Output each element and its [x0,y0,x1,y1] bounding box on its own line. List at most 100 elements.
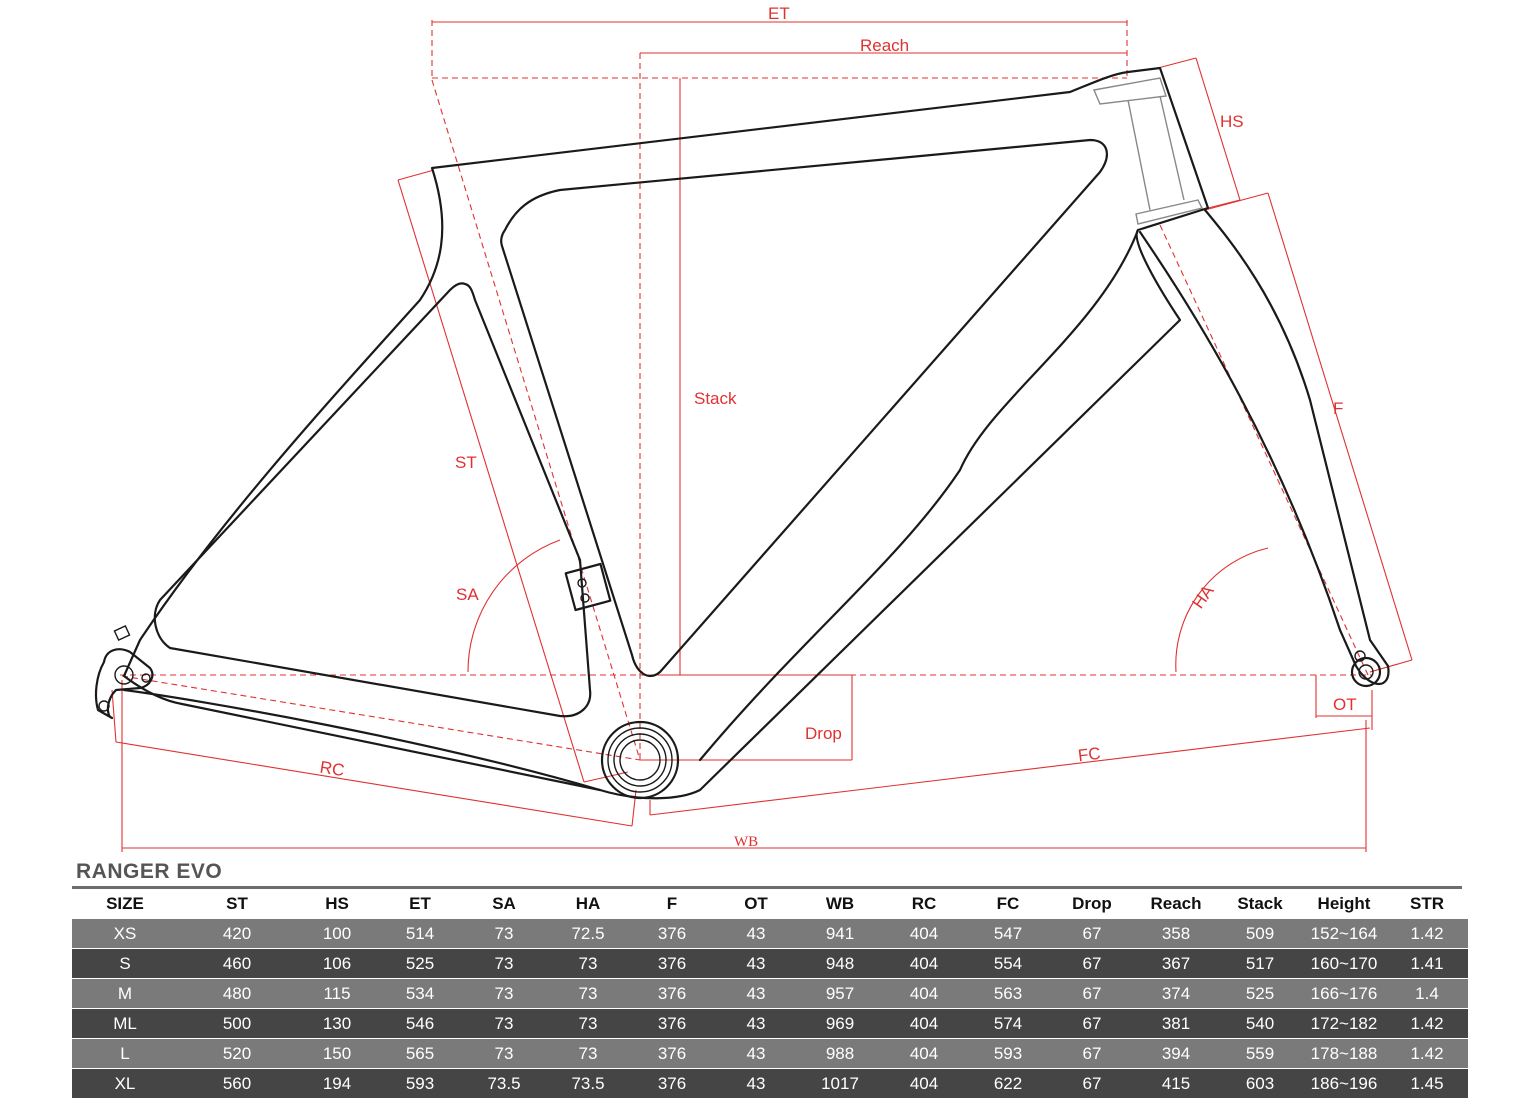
label-f: F [1333,399,1343,418]
table-cell: 67 [1050,1008,1134,1038]
table-cell: 152~164 [1302,918,1386,948]
table-cell: 574 [966,1008,1050,1038]
table-cell: 525 [378,948,462,978]
label-drop: Drop [805,724,842,743]
model-title: RANGER EVO [76,860,223,883]
table-cell: 394 [1134,1038,1218,1068]
table-cell: 622 [966,1068,1050,1098]
table-cell: 43 [714,1038,798,1068]
table-cell: 404 [882,1038,966,1068]
column-header: STR [1386,890,1468,918]
table-cell: 115 [296,978,378,1008]
table-cell: 73 [462,948,546,978]
table-cell: 404 [882,1008,966,1038]
table-cell: 106 [296,948,378,978]
column-header: SIZE [72,890,178,918]
table-cell: 194 [296,1068,378,1098]
size-cell: M [72,978,178,1008]
table-cell: 73.5 [462,1068,546,1098]
table-cell: 43 [714,1008,798,1038]
dimension-lines [111,20,1413,852]
column-header: ET [378,890,462,918]
table-cell: 67 [1050,1038,1134,1068]
column-header: Drop [1050,890,1134,918]
table-cell: 43 [714,918,798,948]
table-cell: 130 [296,1008,378,1038]
table-cell: 559 [1218,1038,1302,1068]
table-cell: 957 [798,978,882,1008]
frame-geometry-diagram: ET Reach HS ST Stack F SA HA Drop OT RC … [94,4,1413,852]
table-cell: 172~182 [1302,1008,1386,1038]
table-cell: 546 [378,1008,462,1038]
table-cell: 1.42 [1386,918,1468,948]
table-cell: 415 [1134,1068,1218,1098]
title-divider [72,886,1462,889]
size-cell: XL [72,1068,178,1098]
table-cell: 969 [798,1008,882,1038]
label-et: ET [768,4,790,23]
table-cell: 73 [462,978,546,1008]
column-header: WB [798,890,882,918]
table-cell: 593 [966,1038,1050,1068]
table-cell: 554 [966,948,1050,978]
table-cell: 150 [296,1038,378,1068]
label-ot: OT [1333,695,1357,714]
table-cell: 520 [178,1038,296,1068]
table-cell: 1017 [798,1068,882,1098]
table-cell: 73 [546,1008,630,1038]
label-rc: RC [319,758,346,781]
table-cell: 73 [462,918,546,948]
table-cell: 67 [1050,978,1134,1008]
table-cell: 404 [882,1068,966,1098]
table-cell: 517 [1218,948,1302,978]
table-cell: 534 [378,978,462,1008]
column-header: OT [714,890,798,918]
table-cell: 73 [462,1008,546,1038]
label-ha: HA [1188,581,1217,612]
table-cell: 480 [178,978,296,1008]
table-cell: 563 [966,978,1050,1008]
table-cell: 43 [714,978,798,1008]
table-cell: 509 [1218,918,1302,948]
label-st: ST [455,453,477,472]
table-cell: 376 [630,1038,714,1068]
table-cell: 500 [178,1008,296,1038]
table-cell: 948 [798,948,882,978]
table-cell: 988 [798,1038,882,1068]
table-cell: 514 [378,918,462,948]
table-cell: 404 [882,978,966,1008]
label-stack: Stack [694,389,737,408]
label-fc: FC [1077,744,1102,766]
size-cell: XS [72,918,178,948]
table-cell: 73.5 [546,1068,630,1098]
table-cell: 166~176 [1302,978,1386,1008]
table-cell: 73 [546,1038,630,1068]
table-cell: 404 [882,918,966,948]
dimension-labels: ET Reach HS ST Stack F SA HA Drop OT RC … [319,4,1357,850]
column-header: Height [1302,890,1386,918]
label-sa: SA [456,585,479,604]
table-cell: 420 [178,918,296,948]
size-cell: L [72,1038,178,1068]
table-cell: 547 [966,918,1050,948]
column-header: ST [178,890,296,918]
table-cell: 593 [378,1068,462,1098]
table-cell: 67 [1050,1068,1134,1098]
column-header: HS [296,890,378,918]
table-cell: 374 [1134,978,1218,1008]
table-cell: 376 [630,978,714,1008]
table-cell: 367 [1134,948,1218,978]
table-cell: 376 [630,1008,714,1038]
table-cell: 1.42 [1386,1038,1468,1068]
column-header: Reach [1134,890,1218,918]
table-cell: 376 [630,948,714,978]
table-cell: 525 [1218,978,1302,1008]
table-cell: 43 [714,948,798,978]
